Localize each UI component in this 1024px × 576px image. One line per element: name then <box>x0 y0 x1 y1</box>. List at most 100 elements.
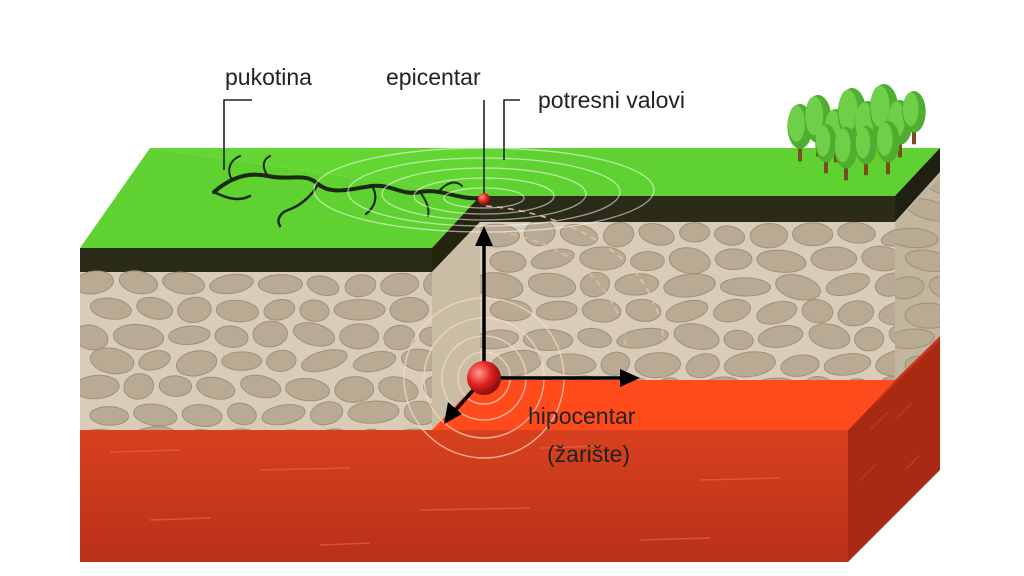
stone <box>802 376 837 380</box>
stone <box>423 270 432 298</box>
magma-streak <box>109 449 181 453</box>
magma-streak <box>699 477 781 481</box>
stone <box>177 296 212 324</box>
stone <box>679 222 711 243</box>
stone <box>263 299 296 321</box>
stone <box>756 300 798 325</box>
stone <box>668 247 711 275</box>
stone <box>383 324 416 351</box>
magma-front <box>80 430 848 562</box>
stone <box>801 299 834 324</box>
crack-leader <box>223 99 252 170</box>
stone <box>878 299 895 326</box>
stone <box>941 220 995 251</box>
stone <box>300 349 348 373</box>
stone <box>600 351 631 376</box>
magma-streak <box>319 542 371 546</box>
stone <box>603 222 635 248</box>
stone <box>837 222 876 244</box>
stone <box>344 274 377 298</box>
stone <box>214 325 249 348</box>
stone <box>523 222 556 247</box>
stone <box>792 222 834 247</box>
stone <box>80 270 114 295</box>
stone <box>181 404 223 427</box>
stone <box>673 323 720 350</box>
magma-streaks <box>109 402 920 546</box>
tree-crown-light <box>855 127 871 159</box>
stone <box>723 329 754 351</box>
stone <box>904 249 940 272</box>
stone <box>780 354 820 377</box>
stone <box>136 296 174 320</box>
stone <box>825 272 870 297</box>
stone <box>928 274 940 303</box>
stone <box>306 275 340 296</box>
stone <box>625 298 662 322</box>
magma-streak <box>419 507 531 511</box>
stone <box>126 425 177 430</box>
stone <box>293 322 336 347</box>
stone <box>215 299 260 323</box>
stone <box>380 272 420 297</box>
label-epicenter: epicentar <box>386 64 481 90</box>
stone <box>378 376 419 402</box>
stone <box>712 298 752 323</box>
tree-crown-light <box>805 96 824 136</box>
stone <box>888 324 895 350</box>
stone <box>299 299 330 322</box>
stone <box>546 353 597 375</box>
epicenter-dot <box>478 193 490 205</box>
stone <box>823 353 872 376</box>
stone <box>954 247 987 274</box>
stone <box>138 350 171 371</box>
stone <box>904 302 940 329</box>
stone <box>535 300 578 321</box>
stone <box>956 301 998 327</box>
stone <box>196 376 236 400</box>
stone <box>489 299 532 322</box>
stone <box>89 347 135 375</box>
stone <box>714 248 753 271</box>
stone <box>209 273 254 295</box>
stone <box>333 298 386 321</box>
stone <box>334 376 375 403</box>
stone <box>419 326 432 348</box>
stone <box>118 270 158 295</box>
stone <box>940 352 972 381</box>
stone <box>714 225 746 246</box>
stone <box>939 329 940 352</box>
stone <box>389 428 431 430</box>
stone <box>854 326 885 352</box>
stone <box>353 428 386 430</box>
stone <box>168 325 211 345</box>
stone <box>895 227 939 249</box>
arrow-diagonal-head <box>444 402 462 424</box>
stone <box>895 328 935 350</box>
stone <box>162 271 206 295</box>
magma-streak <box>894 402 913 421</box>
stone <box>775 274 821 301</box>
stone <box>745 377 799 380</box>
stone <box>339 323 380 350</box>
stone <box>527 272 577 298</box>
stone <box>389 296 430 323</box>
tree-crown-light <box>902 92 919 127</box>
stone <box>489 250 527 273</box>
stone <box>808 323 851 350</box>
stone <box>261 403 306 426</box>
stone <box>630 251 665 272</box>
arrow-up-head <box>475 226 493 246</box>
stone <box>880 224 895 247</box>
stone <box>876 375 895 380</box>
magma-streak <box>259 467 351 471</box>
stones-right <box>480 222 895 380</box>
stone <box>221 351 263 371</box>
stone <box>895 276 925 300</box>
stone <box>638 223 675 246</box>
stone <box>401 348 432 372</box>
stone <box>577 327 612 348</box>
stone <box>663 273 716 298</box>
stone <box>347 400 400 424</box>
